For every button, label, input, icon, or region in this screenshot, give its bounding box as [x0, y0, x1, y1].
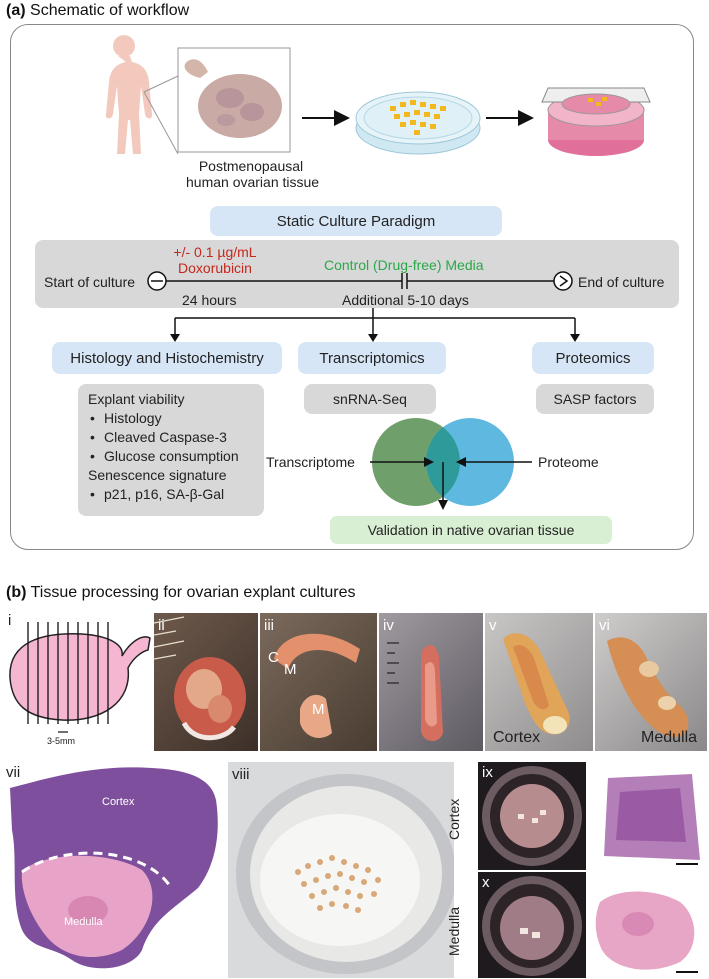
label-viii: viii [232, 766, 250, 783]
end-label: End of culture [578, 274, 665, 290]
validation-box: Validation in native ovarian tissue [330, 516, 612, 544]
petri-dish-icon [355, 91, 481, 155]
photo-ix-histology [590, 762, 707, 870]
panel-i: i 3-5mm [2, 612, 152, 752]
label-iii-c: C [268, 649, 279, 666]
label-v: v [489, 617, 497, 634]
timeline-box [35, 240, 679, 308]
control-media-label: Control (Drug-free) Media [324, 257, 484, 273]
photo-iv: iv [379, 613, 483, 751]
ovary-icon [184, 59, 282, 138]
branch-connector [170, 308, 580, 342]
time2-label: Additional 5-10 days [342, 292, 469, 308]
start-label: Start of culture [44, 274, 136, 290]
label-iii: iii [264, 617, 274, 634]
photo-v: v Cortex [485, 613, 593, 751]
label-ii: ii [158, 617, 165, 634]
photo-vii: vii Cortex Medulla [2, 760, 224, 978]
culture-insert-icon [541, 87, 651, 156]
sasp-box: SASP factors [536, 384, 654, 414]
proteomics-pill: Proteomics [532, 342, 654, 374]
venn-diagram [370, 418, 532, 510]
drug-label: +/- 0.1 µg/mL Doxorubicin [173, 244, 257, 276]
label-vi: vi [599, 617, 610, 634]
panel-b-title: (b) Tissue processing for ovarian explan… [6, 584, 356, 601]
transcriptome-label: Transcriptome [266, 454, 355, 470]
tissue-pieces-icon [390, 100, 446, 135]
panel-a-title: (a) Schematic of workflow [6, 2, 190, 19]
human-silhouette-icon [105, 35, 153, 154]
proteome-label: Proteome [538, 454, 599, 470]
label-iv: iv [383, 617, 394, 634]
photo-vi: vi Medulla [595, 613, 707, 751]
label-cortex-photo: Cortex [493, 729, 541, 746]
senescence-list: p21, p16, SA-β-Gal [88, 485, 239, 504]
dishes-illustration [302, 87, 651, 156]
scale-label: 3-5mm [47, 736, 76, 746]
viability-heading: Explant viability [88, 391, 185, 407]
histology-pill: Histology and Histochemistry [52, 342, 282, 374]
label-vii: vii [6, 764, 21, 781]
label-iii-m2: M [312, 701, 325, 718]
photo-viii: viii [228, 762, 454, 978]
photo-ix-well: ix [478, 762, 586, 870]
transcriptomics-pill: Transcriptomics [298, 342, 446, 374]
photo-iii: iii C M M [260, 613, 377, 751]
photo-x-histology [590, 872, 707, 978]
timeline-line [147, 271, 573, 291]
label-vii-cortex: Cortex [102, 796, 135, 808]
photo-ii: ii [154, 613, 258, 751]
snrna-box: snRNA-Seq [304, 384, 436, 414]
paradigm-label: Static Culture Paradigm [210, 206, 502, 236]
viability-list: Histology Cleaved Caspase-3 Glucose cons… [88, 409, 239, 466]
x-side-label: Medulla [446, 906, 462, 956]
label-medulla-photo: Medulla [641, 729, 698, 746]
tissue-label: Postmenopausal human ovarian tissue [186, 158, 320, 190]
histology-list-box: Explant viability Histology Cleaved Casp… [78, 384, 264, 516]
label-vii-medulla: Medulla [64, 916, 103, 928]
ix-side-label: Cortex [446, 798, 462, 840]
time1-label: 24 hours [182, 292, 237, 308]
label-x: x [482, 874, 490, 891]
workflow-illustration [105, 35, 291, 155]
photo-x-well: x [478, 872, 586, 978]
label-i: i [8, 612, 12, 629]
label-ix: ix [482, 764, 493, 781]
label-iii-m1: M [284, 661, 297, 678]
end-marker-icon [553, 271, 573, 291]
senescence-heading: Senescence signature [88, 467, 227, 483]
